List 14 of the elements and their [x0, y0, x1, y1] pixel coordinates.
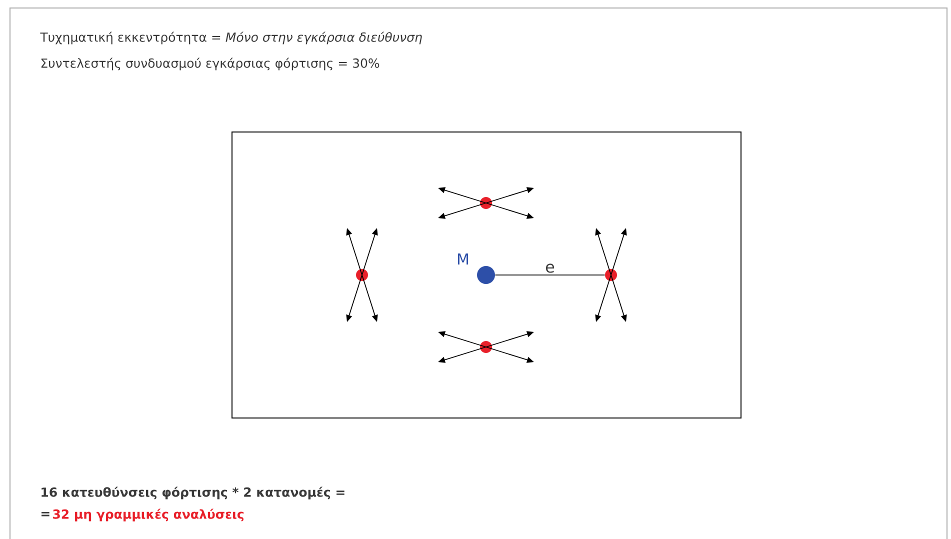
load-point-dot: [356, 269, 368, 281]
load-point-dot: [480, 197, 492, 209]
load-point-dot: [605, 269, 617, 281]
eccentricity-line: [494, 274, 606, 276]
note-text: Τυχηματική εκκεντρότητα = Μόνο στην εγκάρσια διεύθυνση: [40, 32, 422, 44]
point-label: M: [458, 254, 468, 264]
note-text: =: [42, 512, 50, 516]
note-text: 32 μη γραμμικές αναλύσεις: [53, 508, 244, 522]
edge-label: e: [546, 264, 554, 273]
mass-center-dot: [477, 266, 495, 284]
note-text: Συντελεστής συνδυασμού εγκάρσιας φόρτισης = 30%: [41, 58, 380, 70]
note-text: 16 κατευθύνσεις φόρτισης * 2 κατανομές =: [42, 486, 344, 500]
load-point-dot: [480, 341, 492, 353]
plan-rectangle: [232, 132, 742, 418]
